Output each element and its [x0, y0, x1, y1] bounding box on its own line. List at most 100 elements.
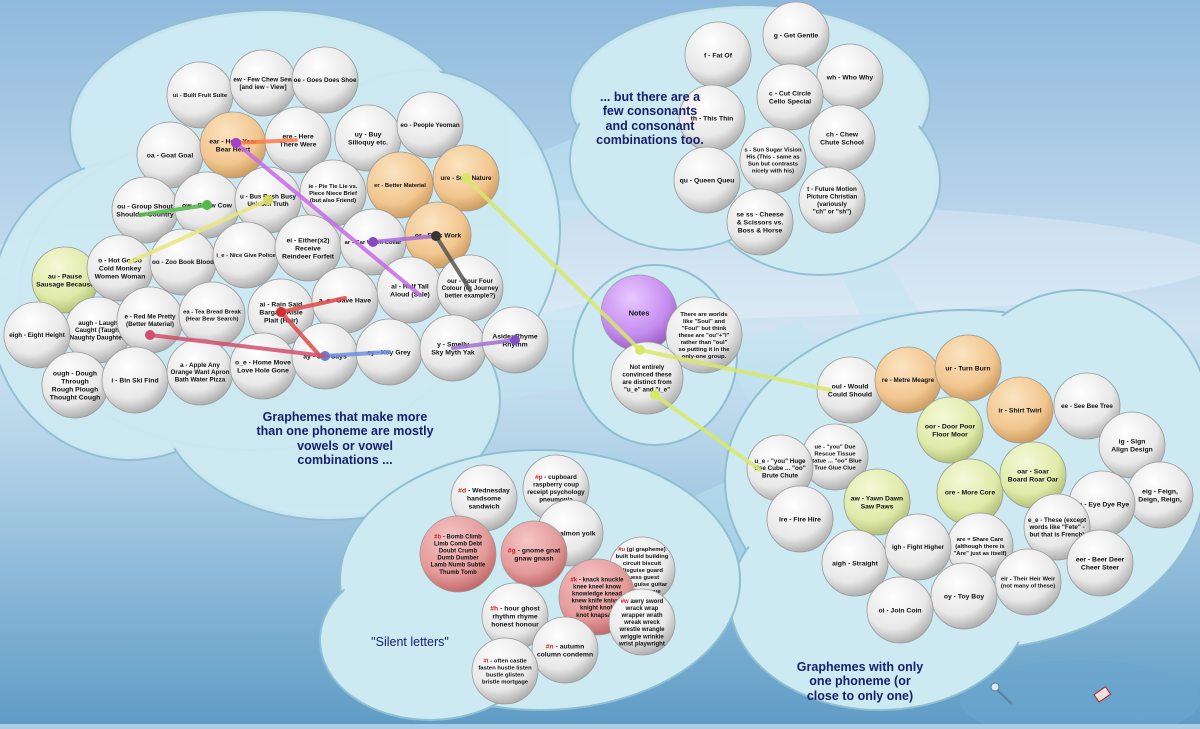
grapheme-bubble: se ss - Cheese& Scissors vs.Boss & Horse: [726, 188, 794, 256]
bubble-circle: [766, 485, 834, 553]
phoneme-link-dot: [635, 345, 645, 355]
bubble-label: ui - Built Fruit Suite: [173, 93, 228, 99]
link-layer: [128, 138, 832, 472]
bubble-label: ee - See Bee Tree: [1061, 403, 1113, 410]
bubble-label: eir - Their Heir Weir(not many of these): [1001, 577, 1056, 590]
bubble-label: i_e - Nice Give Police: [216, 253, 276, 259]
bubble-label: eigh - Eight Height: [9, 332, 66, 339]
bubble-circle: [798, 166, 866, 234]
grapheme-bubble: ire - Fire Hire: [766, 485, 834, 553]
bubble-label: ie - Pie Tie Lie vs.Piece Niece Brief(bu…: [308, 184, 357, 204]
bubble-label: Notes: [629, 309, 650, 318]
phoneme-link: [128, 198, 270, 264]
phoneme-link-dot: [368, 237, 378, 247]
phoneme-link-dot: [510, 335, 520, 345]
phoneme-link: [234, 141, 422, 297]
label-silent: "Silent letters": [371, 635, 449, 649]
bubble-circle: [866, 576, 934, 644]
grapheme-bubble: e - Red Me Pretty(Better Material): [116, 286, 184, 354]
bubble-circle: [665, 296, 743, 374]
grapheme-bubble: wh - Who Why: [816, 43, 884, 111]
bubble-label: oy - Toy Boy: [944, 593, 984, 600]
phoneme-link-dot: [276, 307, 286, 317]
bubble-circle: [916, 396, 984, 464]
bubble-label: are = Share Care(although there is"Are" …: [953, 537, 1006, 557]
grapheme-bubble: eo - People Yeoman: [396, 91, 464, 159]
bubble-circle: [1053, 372, 1121, 440]
bubble-circle: [610, 341, 684, 415]
phoneme-link-dot: [650, 390, 660, 400]
bubble-layer: ui - Built Fruit Suite ew - Few Chew Sew[…: [3, 1, 1194, 705]
bubble-circle: [3, 301, 71, 369]
bubble-label: a_e - Gave Have: [319, 297, 371, 304]
grapheme-bubble: er - Better Material: [366, 151, 434, 219]
bubble-label: oe - Goes Does Shoe: [294, 77, 357, 84]
phoneme-link: [138, 203, 209, 217]
grapheme-bubble: f - Fat Of: [684, 21, 752, 89]
grapheme-bubble: aigh - Straight: [821, 529, 889, 597]
bubble-circle: [726, 188, 794, 256]
bubble-label: g - Get Gentle: [774, 32, 819, 39]
phoneme-link: [279, 310, 322, 358]
bubble-label: eig - Feign,Deign, Reign,: [1138, 488, 1182, 503]
grapheme-bubble: igh - Fight Higher: [884, 513, 952, 581]
bubble-circle: [673, 146, 741, 214]
bubble-circle: [821, 529, 889, 597]
grapheme-bubble: eir - Their Heir Weir(not many of these): [994, 548, 1062, 616]
bubble-circle: [396, 91, 464, 159]
bubble-label: wh - Who Why: [826, 74, 874, 81]
bubble-label: ea - Tea Bread Break(Hear Bear Search): [183, 310, 242, 323]
bubble-label: aigh - Straight: [832, 560, 878, 567]
bubble-label: ire - Fire Hire: [779, 516, 821, 523]
phoneme-link-dot: [431, 231, 441, 241]
grapheme-bubble: eig - Feign,Deign, Reign,: [1126, 461, 1194, 529]
grapheme-bubble: i_e - Nice Give Police: [212, 221, 280, 289]
grapheme-bubble: Notes: [600, 274, 678, 352]
bubble-label: ew - Few Chew Sew[and iew - View]: [233, 77, 292, 91]
phoneme-link-dot: [145, 330, 155, 340]
label-consonants: ... but there are a few consonants and c…: [596, 90, 704, 148]
grapheme-bubble: ew - Few Chew Sew[and iew - View]: [229, 49, 297, 117]
bubble-label: qu - Queen Queu: [680, 177, 735, 184]
phoneme-link-dot: [202, 200, 212, 210]
grapheme-bubble: eigh - Eight Height: [3, 301, 71, 369]
grapheme-bubble: th - This Thin: [678, 84, 746, 152]
bubble-circle: [500, 520, 568, 588]
grapheme-bubble: i - Bin Ski Find: [101, 346, 169, 414]
phoneme-link: [464, 176, 642, 352]
rover-icon: [990, 682, 1112, 705]
phoneme-link: [323, 350, 391, 358]
bubble-circle: [934, 334, 1002, 402]
phoneme-link: [638, 348, 832, 392]
bubble-circle: [608, 588, 676, 656]
phoneme-link: [234, 138, 298, 145]
bubble-circle: [419, 515, 497, 593]
